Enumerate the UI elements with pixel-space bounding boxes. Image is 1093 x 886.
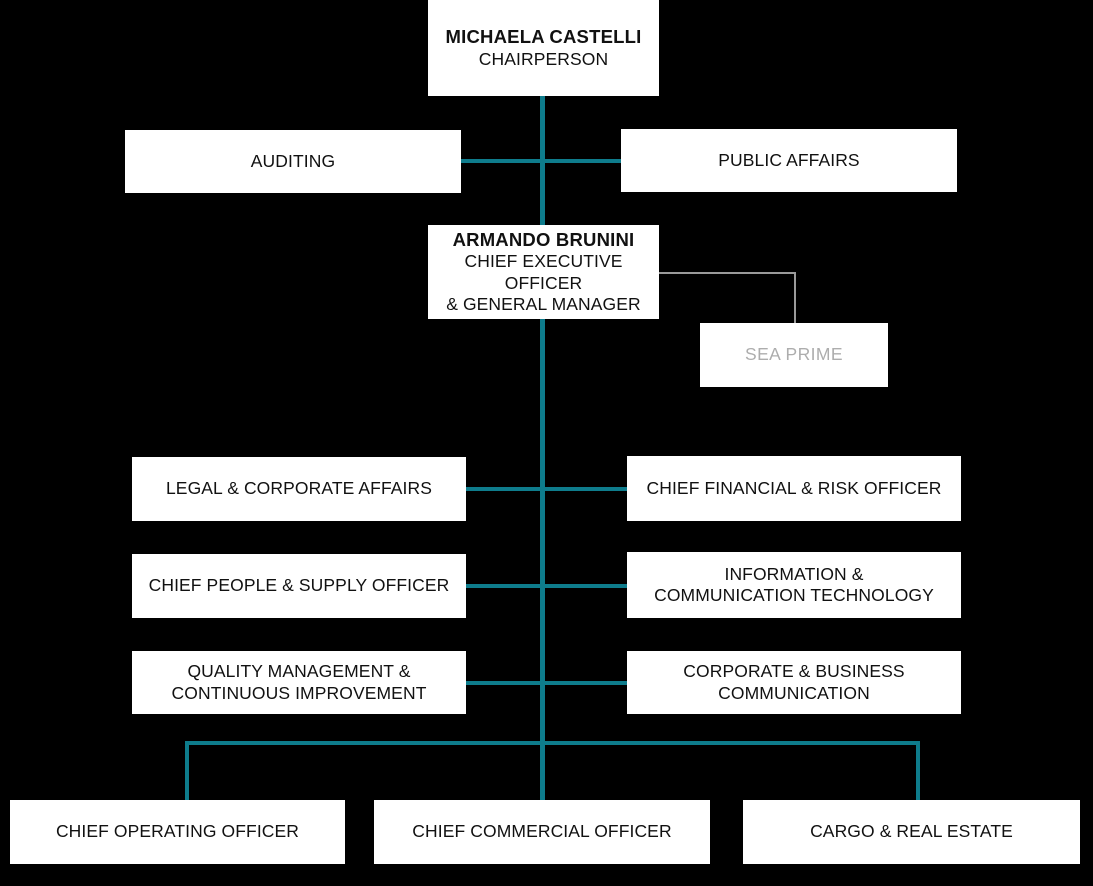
- connector-public-affairs: [540, 159, 627, 163]
- node-chief-operating-officer[interactable]: CHIEF OPERATING OFFICER: [10, 800, 345, 864]
- connector-chief-people-supply-officer: [464, 584, 544, 588]
- node-chief-financial-risk-officer[interactable]: CHIEF FINANCIAL & RISK OFFICER: [627, 456, 961, 521]
- ceo-name: ARMANDO BRUNINI: [452, 228, 635, 250]
- quality-management-line2: CONTINUOUS IMPROVEMENT: [171, 682, 427, 703]
- node-chief-people-supply-officer[interactable]: CHIEF PEOPLE & SUPPLY OFFICER: [132, 554, 466, 618]
- chief-people-supply-officer-title: CHIEF PEOPLE & SUPPLY OFFICER: [148, 575, 450, 596]
- node-information-communication-technology[interactable]: INFORMATION & COMMUNICATION TECHNOLOGY: [627, 552, 961, 618]
- bottom-bus-horizontal: [185, 741, 920, 745]
- ict-title-line1: INFORMATION &: [724, 563, 864, 584]
- node-chairperson[interactable]: MICHAELA CASTELLI CHAIRPERSON: [428, 0, 659, 96]
- node-legal-corporate-affairs[interactable]: LEGAL & CORPORATE AFFAIRS: [132, 457, 466, 521]
- chief-commercial-officer-title: CHIEF COMMERCIAL OFFICER: [412, 821, 672, 842]
- bottom-drop-right: [916, 741, 920, 801]
- spine-ceo-to-bottom: [540, 319, 545, 801]
- connector-quality-management: [464, 681, 544, 685]
- node-quality-management[interactable]: QUALITY MANAGEMENT & CONTINUOUS IMPROVEM…: [132, 651, 466, 714]
- connector-sea-prime-vertical: [794, 272, 796, 324]
- node-public-affairs[interactable]: PUBLIC AFFAIRS: [621, 129, 957, 192]
- sea-prime-title: SEA PRIME: [745, 344, 843, 365]
- connector-corporate-business-communication: [540, 681, 629, 685]
- chief-financial-risk-officer-title: CHIEF FINANCIAL & RISK OFFICER: [646, 477, 942, 498]
- node-ceo[interactable]: ARMANDO BRUNINI CHIEF EXECUTIVE OFFICER …: [428, 225, 659, 319]
- chief-operating-officer-title: CHIEF OPERATING OFFICER: [55, 821, 300, 842]
- node-corporate-business-communication[interactable]: CORPORATE & BUSINESS COMMUNICATION: [627, 651, 961, 714]
- connector-auditing: [458, 159, 544, 163]
- ceo-role-line1: CHIEF EXECUTIVE OFFICER: [464, 251, 623, 293]
- connector-information-communication-technology: [540, 584, 629, 588]
- chairperson-name: MICHAELA CASTELLI: [445, 26, 642, 48]
- node-cargo-real-estate[interactable]: CARGO & REAL ESTATE: [743, 800, 1080, 864]
- node-chief-commercial-officer[interactable]: CHIEF COMMERCIAL OFFICER: [374, 800, 710, 864]
- ceo-role-line2: & GENERAL MANAGER: [446, 293, 641, 314]
- node-auditing[interactable]: AUDITING: [125, 130, 461, 193]
- quality-management-line1: QUALITY MANAGEMENT &: [187, 661, 411, 682]
- legal-corporate-affairs-title: LEGAL & CORPORATE AFFAIRS: [165, 478, 433, 499]
- chairperson-role: CHAIRPERSON: [478, 48, 609, 69]
- corporate-business-communication-line1: CORPORATE & BUSINESS: [683, 661, 905, 682]
- ict-title-line2: COMMUNICATION TECHNOLOGY: [654, 585, 934, 605]
- auditing-title: AUDITING: [250, 150, 336, 171]
- public-affairs-title: PUBLIC AFFAIRS: [718, 149, 860, 170]
- connector-legal-corporate-affairs: [464, 487, 544, 491]
- cargo-real-estate-title: CARGO & REAL ESTATE: [810, 821, 1013, 842]
- bottom-drop-left: [185, 741, 189, 801]
- node-sea-prime[interactable]: SEA PRIME: [700, 323, 888, 387]
- corporate-business-communication-line2: COMMUNICATION: [718, 682, 870, 703]
- connector-sea-prime-horizontal: [657, 272, 796, 274]
- connector-chief-financial-risk-officer: [540, 487, 629, 491]
